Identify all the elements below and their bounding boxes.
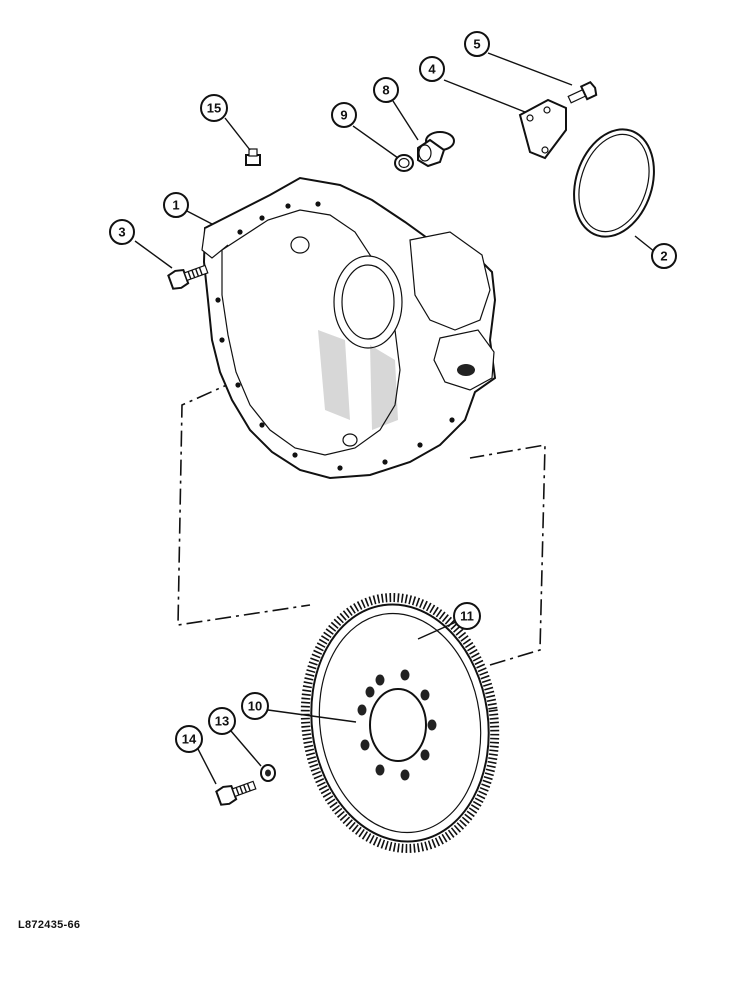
callout-11: 11: [453, 602, 481, 630]
screw-part-5: [567, 81, 598, 104]
assembly-dash-line: [177, 379, 546, 666]
svg-text:10: 10: [248, 699, 262, 714]
callout-10: 10: [241, 692, 269, 720]
callout-1: 1: [163, 192, 189, 218]
callout-5: 5: [464, 31, 490, 57]
washer-part-9: [394, 154, 414, 172]
callout-3: 3: [109, 219, 135, 245]
callout-13: 13: [208, 707, 236, 735]
svg-text:9: 9: [340, 108, 347, 123]
plug-part-8: [417, 131, 455, 168]
svg-text:3: 3: [118, 225, 125, 240]
callout-8: 8: [373, 77, 399, 103]
svg-text:8: 8: [382, 83, 389, 98]
callout-14: 14: [175, 725, 203, 753]
svg-text:1: 1: [172, 198, 179, 213]
bolt-part-14: [215, 780, 257, 806]
svg-text:4: 4: [428, 62, 436, 77]
callout-4: 4: [419, 56, 445, 82]
svg-text:14: 14: [182, 732, 197, 747]
callout-2: 2: [651, 243, 677, 269]
o-ring: [573, 128, 655, 238]
figure-code: L872435-66: [18, 919, 81, 931]
callout-15: 15: [200, 94, 228, 122]
flywheel-hub: [357, 669, 437, 781]
svg-text:11: 11: [460, 609, 474, 624]
washer-part-13: [260, 764, 276, 782]
bolt-part-3: [167, 264, 209, 290]
callout-9: 9: [331, 102, 357, 128]
svg-text:2: 2: [660, 249, 667, 264]
svg-text:15: 15: [207, 101, 221, 116]
flywheel-housing: [201, 176, 497, 480]
svg-text:5: 5: [473, 37, 480, 52]
fitting-part-15: [245, 148, 261, 166]
svg-text:13: 13: [215, 714, 229, 729]
cover-plate: [518, 98, 567, 160]
leader-lines: [134, 52, 656, 785]
